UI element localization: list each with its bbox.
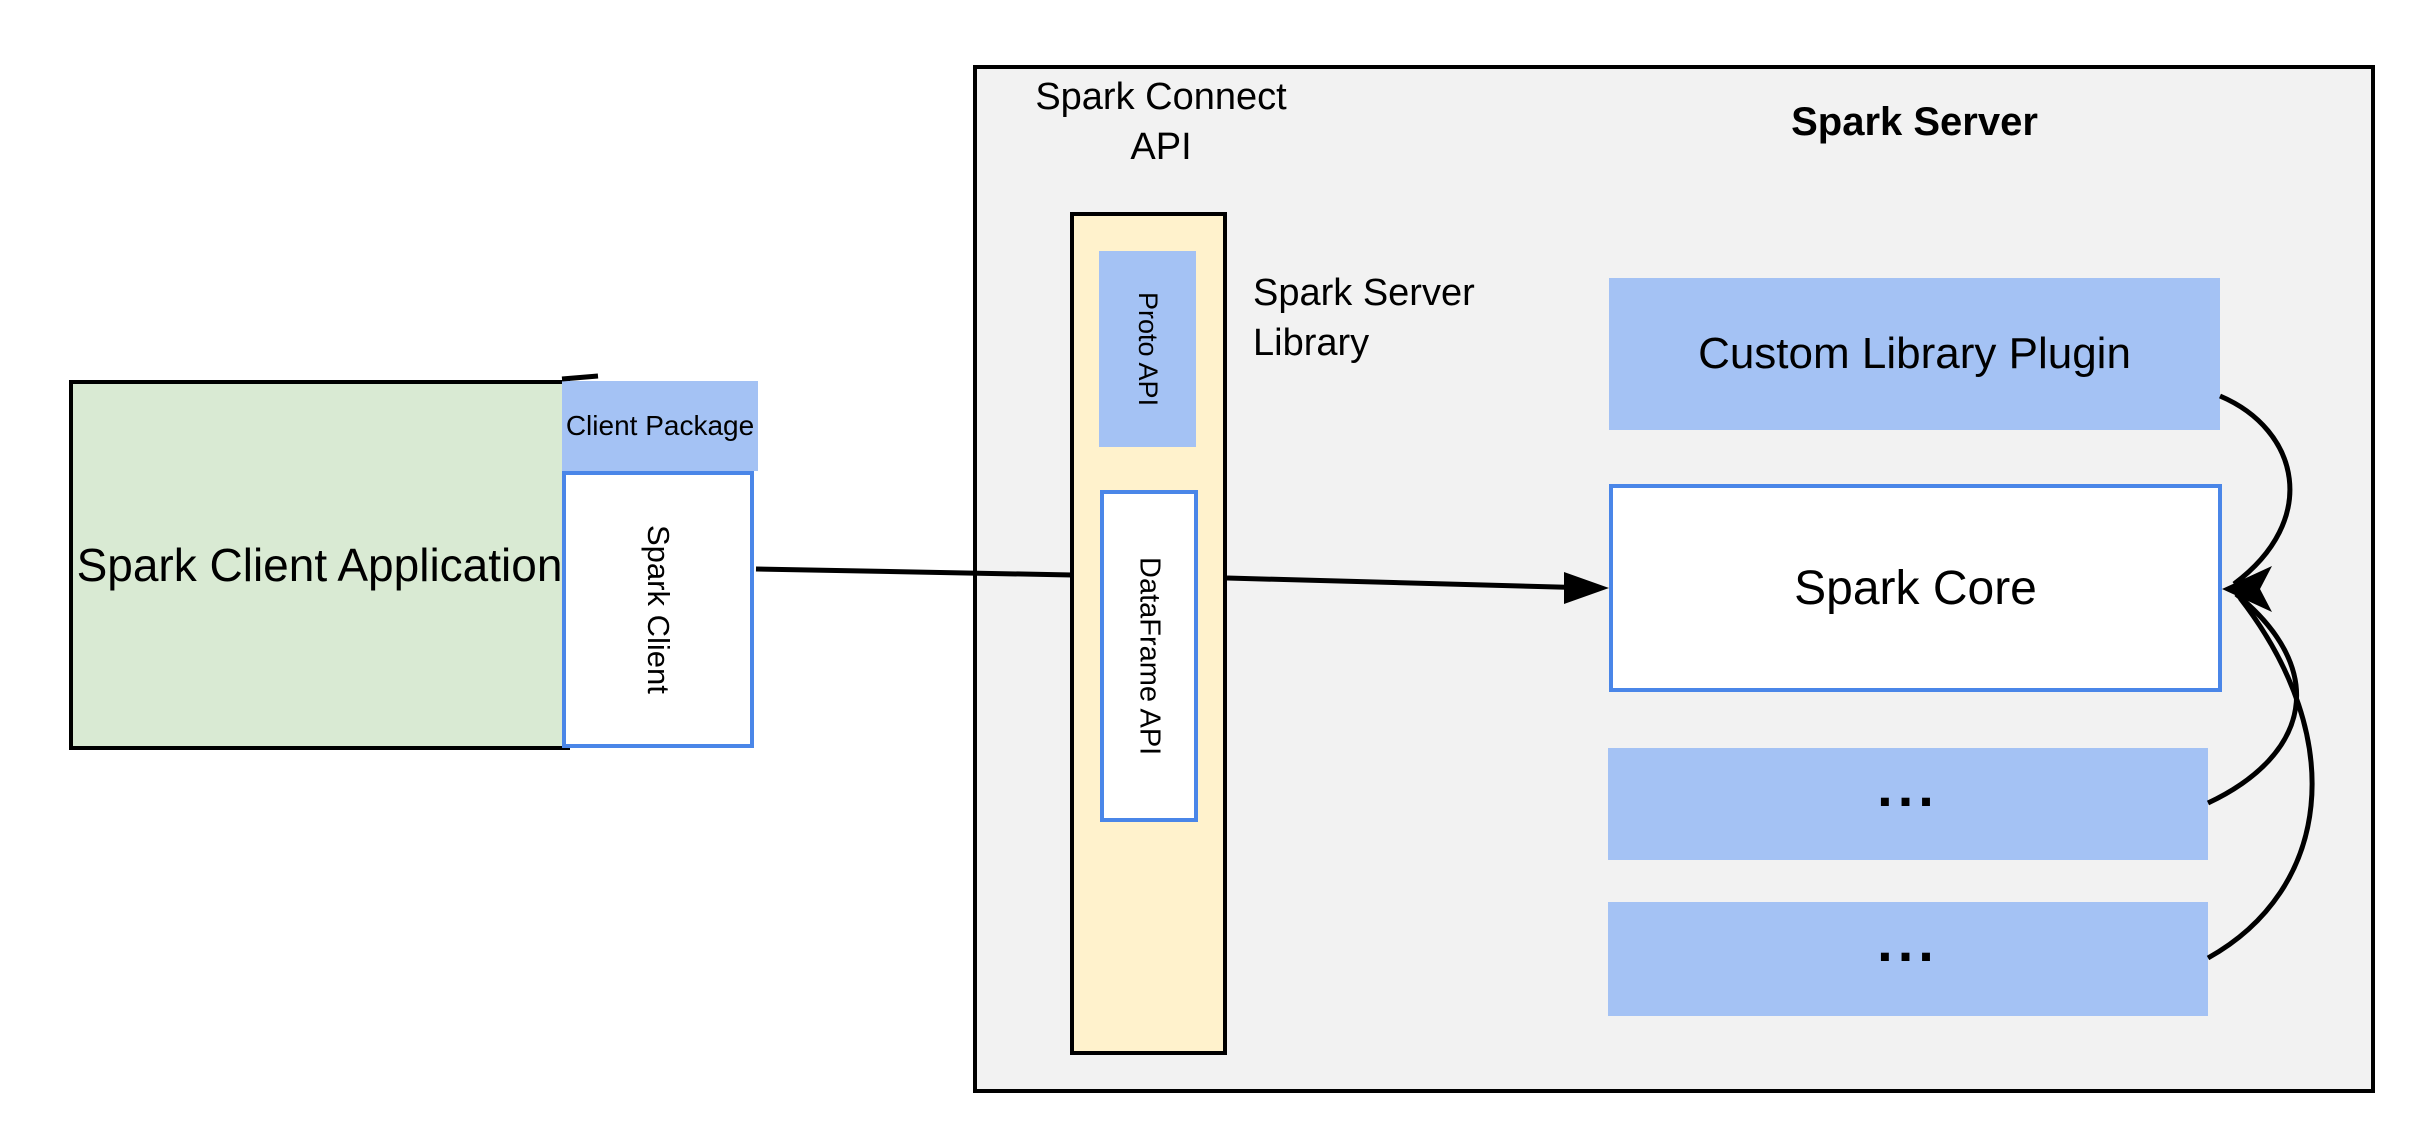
- spark-server-library-label: Spark Server Library: [1253, 272, 1475, 364]
- spark-client-application-box: Spark Client Application: [69, 380, 570, 750]
- ellipsis-box-1: ...: [1608, 748, 2208, 860]
- dataframe-api-box: DataFrame API: [1100, 490, 1198, 822]
- proto-api-box: Proto API: [1099, 251, 1196, 447]
- spark-client-label: Spark Client: [641, 525, 676, 694]
- dataframe-api-label: DataFrame API: [1133, 556, 1166, 756]
- client-package-box: Client Package: [562, 381, 758, 471]
- ellipsis-box-2: ...: [1608, 902, 2208, 1016]
- spark-core-box: Spark Core: [1609, 484, 2222, 692]
- ellipsis-label-2: ...: [1877, 910, 1939, 974]
- spark-client-box: Spark Client: [562, 471, 754, 748]
- client-package-top-tick: [561, 373, 599, 382]
- proto-api-label: Proto API: [1133, 291, 1163, 407]
- ellipsis-label-1: ...: [1877, 755, 1939, 819]
- spark-core-label: Spark Core: [1794, 561, 2037, 615]
- spark-client-application-label: Spark Client Application: [76, 539, 563, 591]
- spark-connect-api-label: Spark Connect API: [1035, 76, 1287, 168]
- custom-library-plugin-box: Custom Library Plugin: [1609, 278, 2220, 430]
- client-package-label: Client Package: [565, 410, 755, 441]
- spark-server-title: Spark Server: [1791, 100, 2038, 144]
- custom-library-plugin-label: Custom Library Plugin: [1698, 329, 2131, 378]
